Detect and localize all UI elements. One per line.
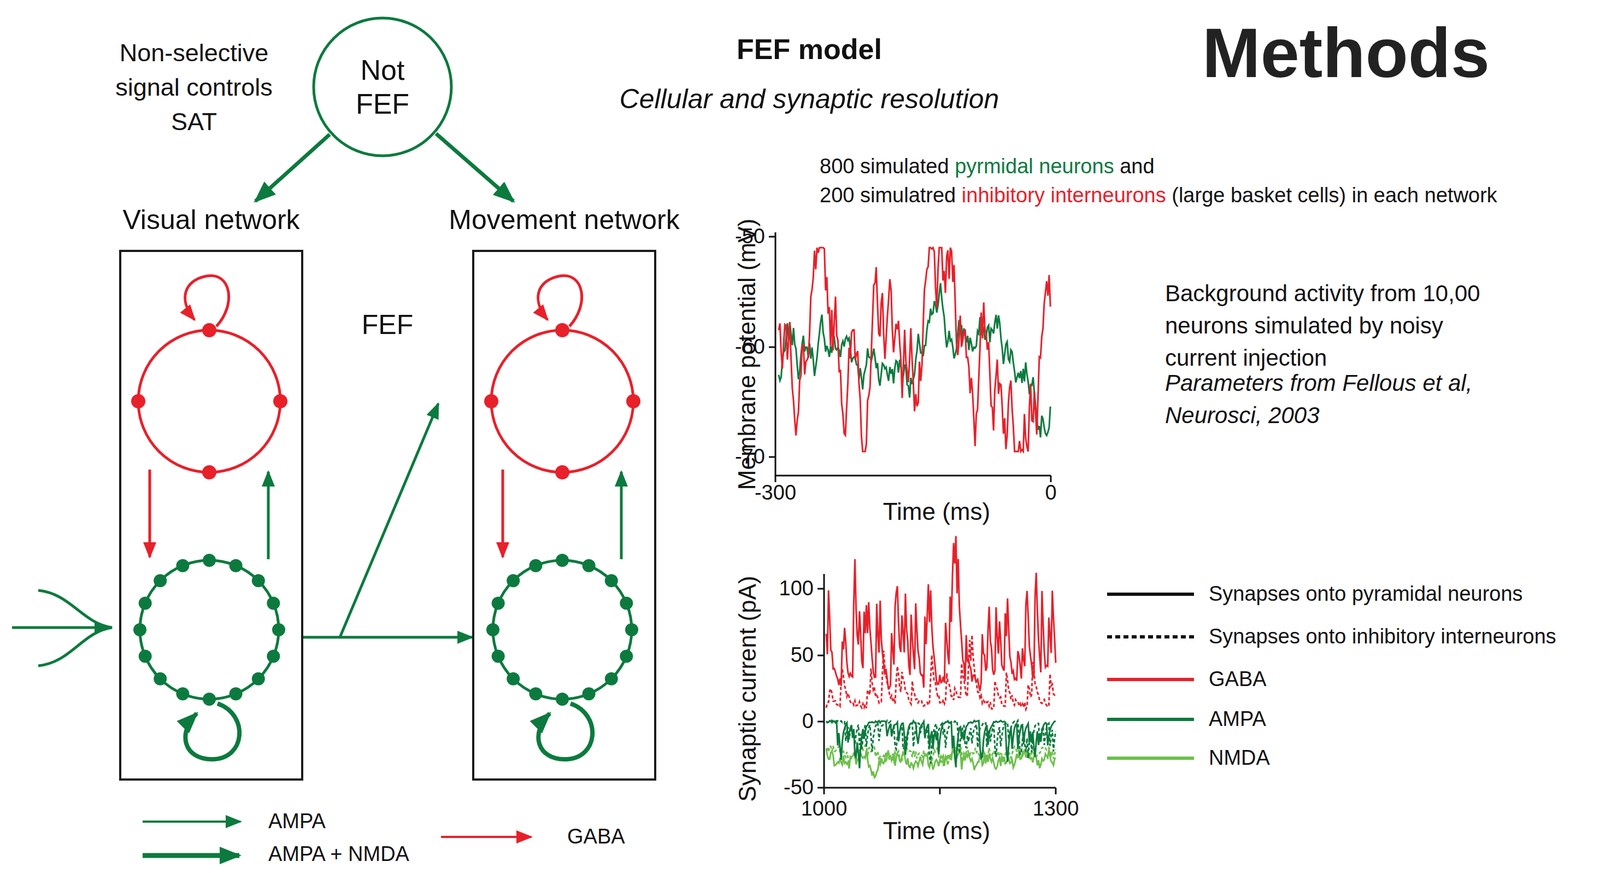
gaba-trace: [826, 536, 1056, 692]
legend-label: AMPA: [268, 808, 326, 834]
region-label: FEF: [361, 308, 414, 341]
pyramidal-dot: [229, 559, 243, 573]
pyramidal-dot: [229, 686, 243, 700]
tick-label: 1000: [801, 796, 848, 822]
axis-title: Time (ms): [883, 497, 991, 527]
annotation: Non-selective signal controls SAT: [112, 35, 276, 139]
subheading: Cellular and synaptic resolution: [619, 82, 1000, 116]
header-text: and: [1119, 154, 1155, 178]
legend-label: Synapses onto inhibitory interneurons: [1208, 624, 1557, 650]
header-text: 200 simulatred: [819, 183, 956, 207]
membrane-traces: [778, 247, 1051, 452]
pyramidal-dot: [138, 649, 152, 663]
membrane-trace: [778, 247, 1051, 452]
legend-label: AMPA + NMDA: [268, 841, 410, 867]
header-text: 800 simulated: [819, 154, 950, 178]
pyramidal-dot: [202, 553, 216, 567]
header-note: 800 simulated pyrmidal neurons and 200 s…: [819, 151, 1498, 210]
circle-outline: [311, 15, 454, 158]
citation: Parameters from Fellous et al, Neurosci,…: [1165, 367, 1504, 432]
legend-swatch: [1107, 717, 1194, 721]
membrane-trace: [778, 283, 1051, 438]
legend-label: GABA: [567, 824, 626, 850]
network-circuit: [484, 275, 641, 760]
tick-label: -50: [783, 774, 814, 800]
network-box: Visual network: [69, 203, 354, 781]
input-stimulus: [12, 590, 113, 666]
connector: [436, 133, 514, 202]
connector-line: [339, 403, 439, 638]
ampa-trace: [826, 720, 1056, 769]
network-frame: [472, 249, 657, 781]
pyramidal-dot: [133, 622, 147, 637]
axis-title: Synaptic current (pA): [733, 575, 763, 802]
tick-label: -60: [734, 334, 766, 360]
connector-line: [255, 134, 331, 202]
tick-label: 50: [790, 642, 814, 668]
pyramidal-dot: [175, 559, 190, 573]
pyramidal-dot: [202, 692, 216, 706]
pyramidal-dot: [175, 686, 190, 700]
pyramidal-dot: [138, 596, 152, 610]
pyramidal-dot: [266, 596, 280, 610]
network-title: Movement network: [422, 203, 707, 237]
pyramidal-dot: [251, 573, 266, 587]
ampa-trace: [826, 720, 1056, 764]
circle-node: Not FEF: [311, 15, 454, 158]
tick-label: 1300: [1032, 796, 1080, 822]
chart-axes: [768, 232, 1056, 794]
tick-label: -50: [734, 224, 766, 250]
section-heading: FEF model: [736, 32, 882, 67]
network-title: Visual network: [69, 203, 354, 237]
connector-line: [303, 635, 473, 639]
legend-label: NMDA: [1208, 745, 1270, 771]
tick-label: 0: [802, 708, 814, 734]
current-traces: [826, 536, 1056, 778]
legend-label: AMPA: [1208, 706, 1267, 732]
note: Background activity from 10,00 neurons s…: [1165, 277, 1493, 374]
connector: [303, 403, 473, 638]
network-box: Movement network: [422, 203, 707, 781]
network-circuit: [131, 275, 288, 760]
legend-label: Synapses onto pyramidal neurons: [1208, 581, 1523, 607]
legend-label: GABA: [1208, 666, 1267, 692]
legend-swatch: [1107, 677, 1194, 681]
tick-label: 100: [779, 575, 814, 602]
page-title: Methods: [1202, 10, 1490, 96]
header-text: pyrmidal neurons: [954, 154, 1114, 178]
pyramidal-dot: [272, 622, 286, 637]
tick-label: -70: [734, 444, 766, 470]
pyramidal-dot: [153, 573, 167, 587]
tick-label: 0: [1044, 480, 1057, 506]
header-text: inhibitory interneurons: [961, 183, 1167, 207]
connector-line: [436, 133, 514, 202]
network-frame: [119, 249, 304, 781]
pyramidal-dot: [266, 649, 280, 663]
pyramidal-dot: [251, 672, 266, 686]
axis-title: Time (ms): [883, 816, 991, 846]
header-text: (large basket cells) in each network: [1171, 183, 1498, 207]
pyramidal-dot: [153, 672, 167, 686]
tick-label: -300: [754, 480, 797, 506]
legend-samples: [142, 593, 1194, 856]
node-label: Not FEF: [336, 53, 429, 122]
connector: [255, 134, 331, 202]
legend-swatch: [1107, 756, 1194, 760]
